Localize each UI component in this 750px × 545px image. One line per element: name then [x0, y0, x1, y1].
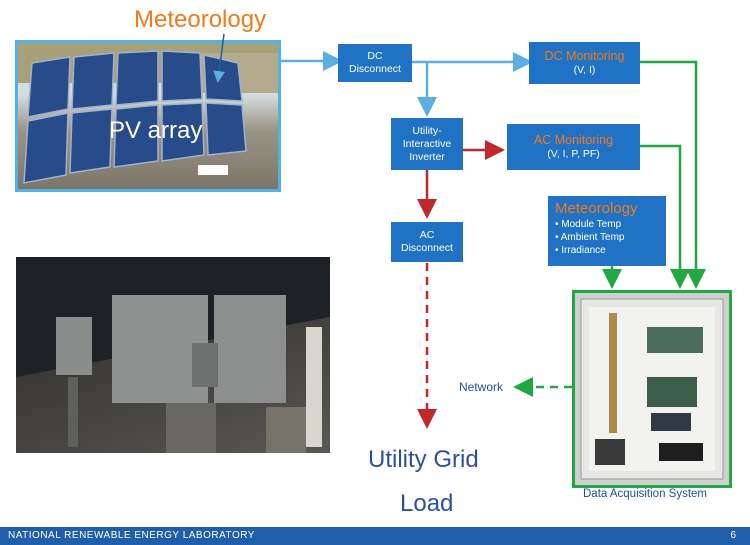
footer-org: NATIONAL RENEWABLE ENERGY LABORATORY [8, 530, 255, 541]
inverter-line-1: Utility- [412, 124, 442, 137]
meteorology-top-label: Meteorology [134, 6, 267, 33]
meteorology-item-2: • Ambient Temp [555, 232, 625, 243]
pv-array-photo: PV array [15, 40, 281, 192]
dc-monitoring-box: DC Monitoring (V, I) [529, 42, 640, 84]
equipment-graphic [16, 257, 330, 453]
network-label: Network [459, 380, 504, 394]
das-photo [572, 290, 732, 488]
dc-monitoring-sub: (V, I) [573, 64, 596, 76]
meteorology-item-3: • Irradiance [555, 245, 606, 256]
arrow-ac-monitoring-to-das [640, 144, 690, 289]
meteorology-item-1: • Module Temp [555, 219, 622, 230]
equipment-photo [16, 257, 330, 453]
inverter-box: Utility- Interactive Inverter [391, 118, 463, 170]
ac-disconnect-line-2: Disconnect [401, 242, 453, 254]
ac-monitoring-box: AC Monitoring (V, I, P, PF) [507, 124, 640, 170]
meteorology-pointer-arrow [213, 33, 226, 83]
dc-disconnect-box: DC Disconnect [338, 44, 412, 82]
das-label: Data Acquisition System [583, 488, 708, 500]
footer-bar: NATIONAL RENEWABLE ENERGY LABORATORY 6 [0, 527, 750, 545]
ac-disconnect-line-1: AC [419, 229, 435, 241]
pv-panels-graphic [18, 43, 278, 184]
load-label: Load [400, 490, 454, 517]
meteorology-box: Meteorology • Module Temp • Ambient Temp… [548, 196, 666, 266]
arrow-dc-monitoring-to-das [640, 60, 706, 289]
utility-grid-label: Utility Grid [368, 446, 479, 473]
ac-monitoring-title: AC Monitoring [533, 133, 614, 147]
dc-monitoring-title: DC Monitoring [544, 49, 625, 63]
pv-array-label: PV array [109, 117, 203, 144]
footer-page-number: 6 [730, 530, 736, 541]
inverter-line-3: Inverter [409, 150, 445, 163]
das-enclosure-graphic [580, 298, 724, 480]
ac-disconnect-box: AC Disconnect [391, 222, 463, 262]
dc-disconnect-line-2: Disconnect [349, 63, 401, 75]
dc-disconnect-line-1: DC [367, 50, 383, 62]
meteorology-box-title: Meteorology [555, 200, 638, 217]
inverter-line-2: Interactive [402, 137, 452, 150]
ac-monitoring-sub: (V, I, P, PF) [547, 148, 600, 160]
